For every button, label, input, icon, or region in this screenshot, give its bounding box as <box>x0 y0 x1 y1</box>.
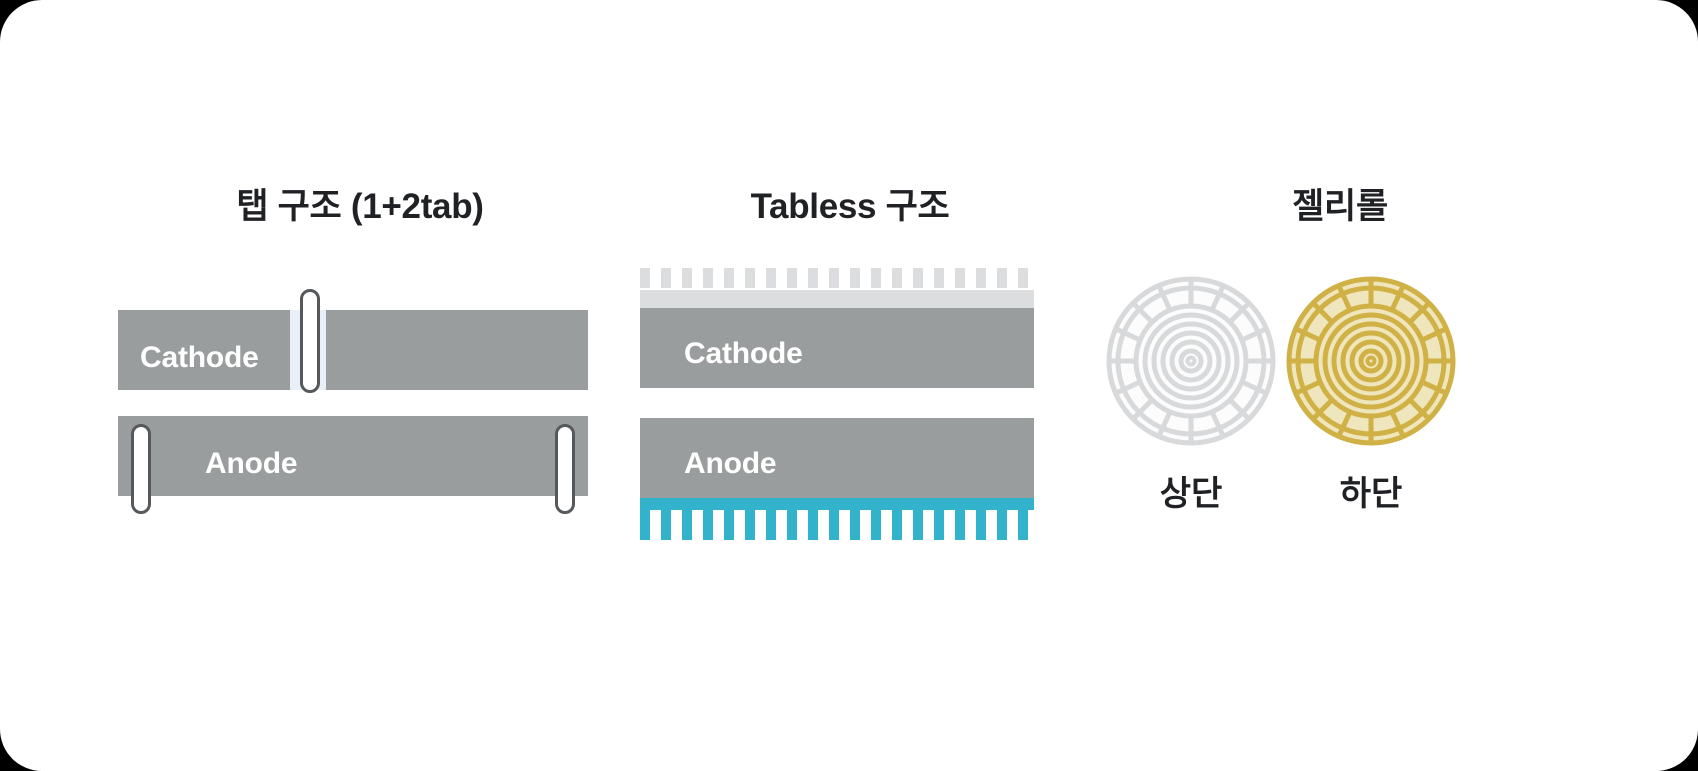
jellyroll-top-icon <box>1106 276 1276 446</box>
panel-jellyroll: 젤리롤 <box>1060 0 1620 771</box>
panel-tab-structure: 탭 구조 (1+2tab) Cathode Anode <box>60 0 660 771</box>
anode-tab-left <box>131 424 151 514</box>
cathode-bar <box>118 310 588 390</box>
anode-comb-teeth <box>640 498 1034 540</box>
anode-bar <box>640 418 1034 498</box>
anode-bar-label: Anode <box>205 447 298 480</box>
cathode-bar-label: Cathode <box>140 341 259 374</box>
cathode-comb-teeth <box>640 268 1034 310</box>
panel-title-jellyroll: 젤리롤 <box>1292 187 1388 226</box>
cathode-bar-label: Cathode <box>684 337 803 370</box>
cathode-bar <box>640 308 1034 388</box>
jellyroll-bottom-icon <box>1286 276 1456 446</box>
anode-tab-right <box>555 424 575 514</box>
panel-title-tabless-structure: Tabless 구조 <box>750 187 950 226</box>
panel-title-tab-structure: 탭 구조 (1+2tab) <box>236 187 484 226</box>
anode-bar-label: Anode <box>684 447 777 480</box>
jellyroll-bottom-label: 하단 <box>1339 475 1403 513</box>
panel-tabless-structure: Tabless 구조 Cathode Anode <box>640 0 1060 771</box>
anode-bar <box>118 416 588 496</box>
cathode-tab <box>300 289 320 393</box>
jellyroll-top-label: 상단 <box>1159 475 1223 513</box>
